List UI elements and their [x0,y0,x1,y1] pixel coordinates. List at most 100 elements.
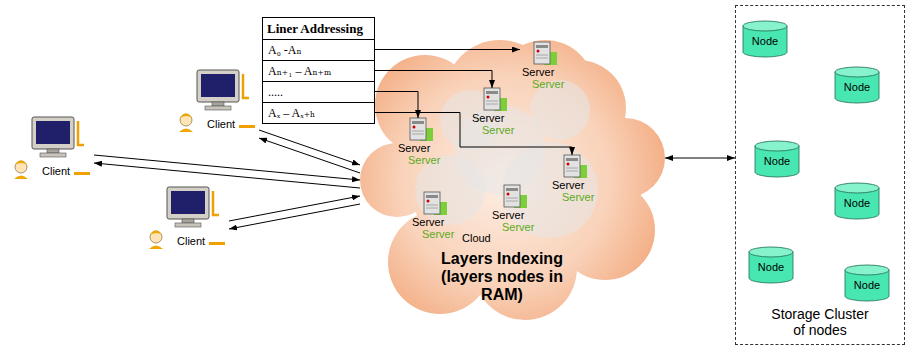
server-label: Server [398,142,430,155]
address-row: A₀ -Aₙ [263,39,374,60]
address-row: ..... [263,81,374,102]
address-range: ..... [268,85,283,99]
server-shadow-label: Server [502,221,534,234]
server-icon: ServerServer [396,118,448,168]
icon-part [536,45,548,48]
icon-part [487,96,490,99]
icon-part [205,106,231,110]
client-computer: Client [145,185,229,255]
icon-part [209,242,225,245]
cloud-label: Cloud [462,232,491,245]
icon-part [14,176,28,180]
icon-part [201,74,235,97]
icon-part [32,117,74,149]
table-heading: Liner Addressing [267,21,363,36]
node-label: Node [754,155,800,168]
icon-part [566,171,578,172]
connector-arrow [229,204,360,229]
cluster-label: Storage Cluster of nodes [765,306,875,338]
server-shadow-label: Server [532,78,564,91]
server-shadow-label: Server [562,191,594,204]
connector-arrow [665,158,735,159]
icon-part [167,187,209,219]
address-range: Aₙ₊₁ – Aₙ₊ₘ [268,64,331,78]
server-label: Server [552,179,584,192]
server-icon: ServerServer [470,88,522,138]
address-row: Aₓ – Aₓ₊ₕ [263,102,374,123]
icon-part [426,205,438,206]
icon-part [506,198,518,199]
icon-part [534,42,550,64]
icon-part [243,74,249,98]
icon-part [171,191,205,214]
server-shadow-label: Server [482,124,514,137]
icon-part [40,153,66,157]
client-computer: Client [175,68,259,138]
icon-part [150,231,162,236]
icon-part [504,185,520,207]
icon-part [567,163,570,166]
node-label: Node [748,261,794,274]
client-label: Client [42,165,70,178]
address-table: Liner Addressing A₀ -AₙAₙ₊₁ – Aₙ₊ₘ..... Aₓ… [262,17,375,124]
icon-part [197,70,239,102]
client-label: Client [177,235,205,248]
icon-part [212,102,224,106]
icon-part [150,231,162,243]
node-label: Node [742,35,788,48]
icon-part [47,149,59,153]
icon-part [412,134,424,135]
address-row: Aₙ₊₁ – Aₙ₊ₘ [263,60,374,81]
storage-cluster: Storage Cluster of nodesNodeNodeNodeNode… [735,5,905,345]
icon-part [749,247,793,257]
icon-part [179,129,193,133]
icon-part [507,193,510,196]
icon-part [835,67,879,77]
server-icon: ServerServer [490,185,542,235]
server-shadow-label: Server [408,154,440,167]
icon-part [412,121,424,124]
icon-part [36,121,70,144]
icon-part [413,126,416,129]
storage-node: Node [742,20,788,58]
storage-node: Node [834,66,880,104]
icon-part [427,200,430,203]
icon-part [180,114,192,119]
node-label: Node [834,197,880,210]
icon-part [426,195,438,198]
connector-arrow [229,196,360,221]
icon-part [426,208,438,209]
icon-part [412,131,424,132]
icon-part [536,55,548,56]
icon-part [239,125,255,128]
icon-part [424,192,440,214]
icon-part [845,265,889,275]
server-label: Server [412,216,444,229]
client-label: Client [207,118,235,131]
icon-part [484,88,500,110]
icon-part [486,104,498,105]
node-label: Node [844,279,890,292]
icon-part [755,141,799,151]
server-label: Server [472,112,504,125]
icon-part [74,172,90,175]
icon-part [835,183,879,193]
icon-part [566,168,578,169]
icon-part [15,161,27,173]
connector-arrow [259,130,360,165]
server-icon: ServerServer [550,155,602,205]
icon-part [15,161,27,166]
address-range: Aₓ – Aₓ₊ₕ [268,106,315,120]
icon-part [175,223,201,227]
server-label: Server [492,209,524,222]
connector-arrow [374,49,520,50]
icon-part [182,219,194,223]
icon-part [410,118,426,140]
server-icon: ServerServer [410,192,462,242]
storage-node: Node [834,182,880,220]
icon-part [537,50,540,53]
icon-part [486,101,498,102]
connector-arrow [259,138,360,173]
icon-part [502,142,598,238]
cloud-region: CloudLayers Indexing (layers nodes in RA… [360,40,665,320]
